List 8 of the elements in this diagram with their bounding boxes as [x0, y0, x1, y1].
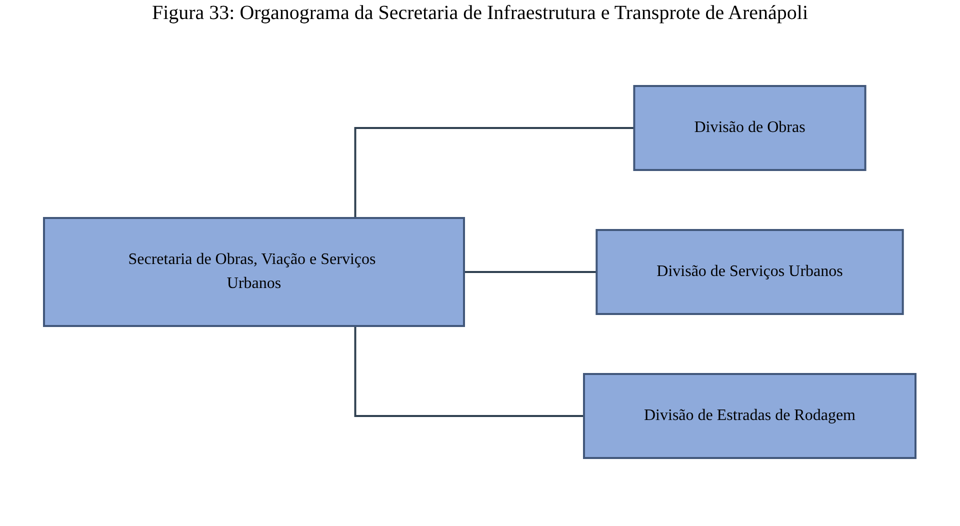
node-box: Divisão de Obras — [633, 85, 867, 171]
connector — [463, 271, 597, 273]
connector — [354, 326, 584, 417]
node-box: Divisão de Serviços Urbanos — [596, 229, 904, 315]
figure-title: Figura 33: Organograma da Secretaria de Infraestrutura e Transprote de Arenápoli — [150, 1, 810, 26]
node-box: Divisão de Estradas de Rodagem — [583, 373, 917, 459]
node-box: Secretaria de Obras, Viação e Serviços Urbanos — [43, 217, 466, 327]
connector — [354, 127, 634, 218]
